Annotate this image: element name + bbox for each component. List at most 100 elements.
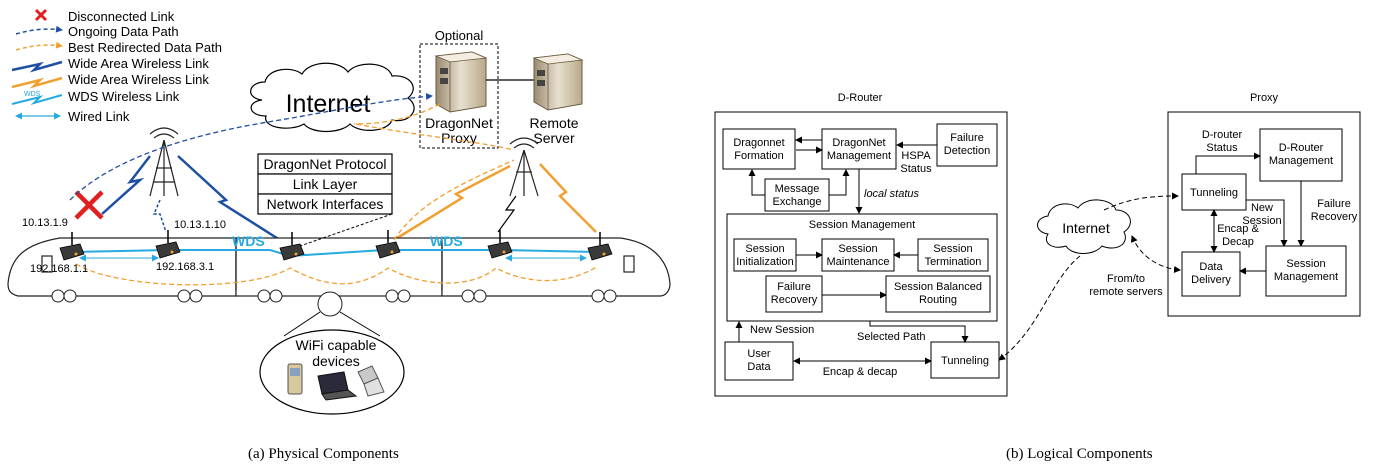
ip-label: 10.13.1.10 [174, 219, 226, 231]
internet-label: Internet [286, 90, 371, 118]
session-maint-box [821, 238, 895, 272]
p-tunneling-label: Tunneling [1190, 187, 1238, 199]
physical-diagram: Disconnected Link Ongoing Data Path Best… [7, 8, 671, 462]
ip-label: 192.168.1.1 [30, 263, 88, 275]
legend-wds-tag: WDS [24, 91, 41, 98]
legend-ongoing-line [15, 25, 63, 35]
legend-best-line [15, 41, 63, 51]
wide-link-orange [539, 163, 597, 233]
disconnected-icon [74, 190, 104, 220]
proxy-box [1167, 111, 1361, 317]
management-box [821, 128, 897, 170]
p-session-mgmt-box [1265, 245, 1347, 297]
session-term-box [917, 238, 989, 272]
optional-box [419, 43, 499, 149]
router-icon [375, 230, 401, 259]
p-drouter-mgmt-label: D-Router [1279, 142, 1324, 154]
wifi-label-1: WiFi capable [296, 337, 377, 353]
proxy-server-icon [434, 51, 488, 113]
optional-label: Optional [435, 28, 484, 43]
p-drouter-status-label: Status [1206, 142, 1238, 154]
session-management-title: Session Management [809, 219, 915, 231]
session-term-label: Session [933, 243, 972, 255]
encap-decap-label: Encap & decap [823, 366, 898, 378]
failure-recovery-label: Failure [777, 281, 811, 293]
formation-label: Dragonnet [733, 137, 784, 149]
p-failure-recovery-label: Recovery [1311, 211, 1358, 223]
p-tunneling-box [1181, 173, 1247, 211]
from-to-label: From/to [1107, 273, 1145, 285]
drouter-title: D-Router [838, 92, 883, 104]
legend-wide-blue: Wide Area Wireless Link [68, 56, 209, 71]
router-icon [587, 232, 613, 261]
balanced-routing-box [885, 275, 991, 313]
cell-tower-icon [149, 127, 179, 197]
new-session-label: New Session [750, 324, 814, 336]
session-init-label: Session [745, 243, 784, 255]
selected-path-label: Selected Path [857, 331, 926, 343]
remote-servers-path [1130, 235, 1181, 273]
wds-label: WDS [430, 233, 463, 249]
best-redirected-path [353, 103, 441, 125]
session-maint-label: Maintenance [827, 256, 890, 268]
p-new-session-label: New [1251, 202, 1273, 214]
ongoing-data-path [69, 92, 433, 201]
internet-proxy-path [1103, 192, 1179, 211]
formation-label: Formation [734, 150, 784, 162]
message-exchange-label: Exchange [773, 196, 822, 208]
wds-label: WDS [232, 233, 265, 249]
failure-recovery-box [765, 275, 823, 313]
session-maint-label: Session [838, 243, 877, 255]
legend-wds: WDS Wireless Link [68, 89, 180, 104]
protocol-stack: DragonNet Protocol Link Layer Network In… [257, 153, 393, 247]
p-new-session-label: Session [1242, 215, 1281, 227]
train [7, 237, 671, 297]
caption-a: (a) Physical Components [248, 446, 399, 462]
caption-b: (b) Logical Components [1006, 446, 1153, 462]
session-init-box [733, 238, 797, 272]
cell-tower-icon [509, 137, 539, 197]
management-label: Management [827, 150, 891, 162]
legend-wds-line [11, 94, 63, 106]
legend-disconnected: Disconnected Link [68, 9, 175, 24]
router-icon [155, 230, 181, 259]
router-icon [279, 232, 305, 261]
best-redirected-path [393, 159, 515, 241]
best-redirected-path [355, 123, 515, 151]
wifi-source-circle [317, 291, 343, 317]
p-data-delivery-label: Delivery [1191, 274, 1231, 286]
wide-link-blue [101, 155, 151, 215]
p-drouter-mgmt-label: Management [1269, 155, 1333, 167]
wide-link-blue [177, 155, 281, 242]
session-init-label: Initialization [736, 256, 793, 268]
failure-detection-label: Failure [950, 132, 984, 144]
internet-cloud: Internet [250, 62, 415, 133]
legend-wide-orange: Wide Area Wireless Link [68, 72, 209, 87]
server-label-1: Remote [529, 115, 578, 131]
proxy-label-1: DragonNet [425, 115, 493, 131]
message-exchange-label: Message [775, 183, 820, 195]
ip-label: 192.168.3.1 [156, 261, 214, 273]
p-data-delivery-label: Data [1199, 261, 1223, 273]
legend-wired: Wired Link [68, 109, 130, 124]
p-encap-label: Decap [1222, 236, 1254, 248]
balanced-routing-label: Session Balanced [894, 281, 982, 293]
session-management-box [726, 213, 998, 322]
laptop-icon [317, 371, 358, 401]
ip-label: 10.13.1.9 [22, 217, 68, 229]
failure-detection-label: Detection [944, 145, 990, 157]
legend-wide-orange-line [11, 76, 63, 89]
phone-icon [287, 363, 303, 395]
local-status-label: local status [864, 188, 920, 200]
server-label-2: Server [533, 130, 575, 146]
from-to-label: remote servers [1089, 286, 1163, 298]
internet-cloud: Internet [1037, 199, 1131, 254]
balanced-routing-label: Routing [919, 294, 957, 306]
formation-box [722, 128, 796, 170]
router-icon [487, 230, 513, 259]
flip-phone-icon [357, 365, 385, 397]
user-data-label: User [747, 348, 771, 360]
wide-link-orange [393, 164, 511, 242]
p-drouter-status-label: D-router [1202, 129, 1243, 141]
p-encap-label: Encap & [1217, 223, 1259, 235]
